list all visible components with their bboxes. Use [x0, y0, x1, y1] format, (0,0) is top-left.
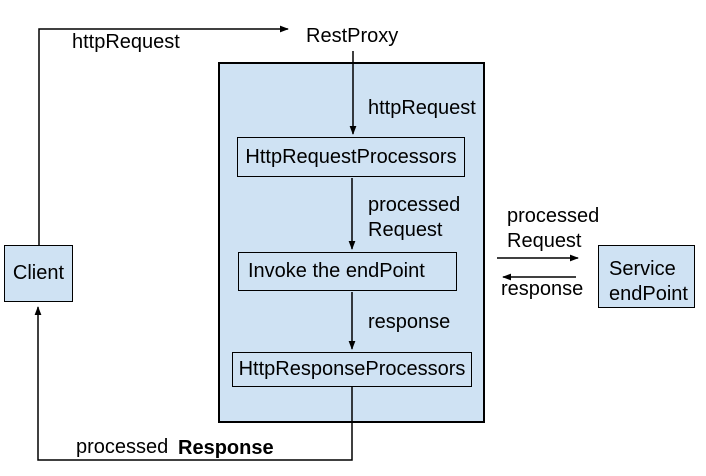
- edge-label-client-to-restproxy: httpRequest: [72, 31, 180, 53]
- client-node: Client: [4, 245, 73, 302]
- edge-label-line2: Request: [507, 230, 582, 252]
- edge-label-service-to-proxy: response: [501, 278, 584, 300]
- edge-label-line1: processed: [368, 194, 461, 216]
- edge-label-line1: processed: [507, 205, 600, 227]
- edge-label-invoke-to-response-processors: response: [368, 311, 451, 333]
- client-label: Client: [12, 262, 65, 284]
- edge-label-proxy-to-service: processed Request: [507, 204, 599, 254]
- invoke-endpoint-label: Invoke the endPoint: [248, 260, 425, 282]
- edge-label-request-processors-to-invoke: processed Request: [368, 193, 460, 243]
- edge-label-restproxy-to-request-processors: httpRequest: [368, 97, 476, 119]
- http-request-processors-label: HttpRequestProcessors: [245, 145, 457, 168]
- http-request-processors-node: HttpRequestProcessors: [237, 137, 465, 177]
- service-endpoint-node: Service endPoint: [598, 245, 695, 308]
- edge-label-response-to-client-word1: processed: [76, 436, 169, 458]
- http-response-processors-label: HttpResponseProcessors: [238, 358, 466, 380]
- edge-label-line2: Request: [368, 219, 443, 241]
- rest-proxy-label: RestProxy: [306, 25, 399, 47]
- service-endpoint-label-line2: endPoint: [609, 283, 688, 305]
- http-response-processors-node: HttpResponseProcessors: [232, 352, 472, 387]
- service-endpoint-label-line1: Service: [609, 258, 676, 280]
- invoke-endpoint-node: Invoke the endPoint: [238, 252, 457, 291]
- edge-label-response-to-client-word2: Response: [178, 437, 274, 459]
